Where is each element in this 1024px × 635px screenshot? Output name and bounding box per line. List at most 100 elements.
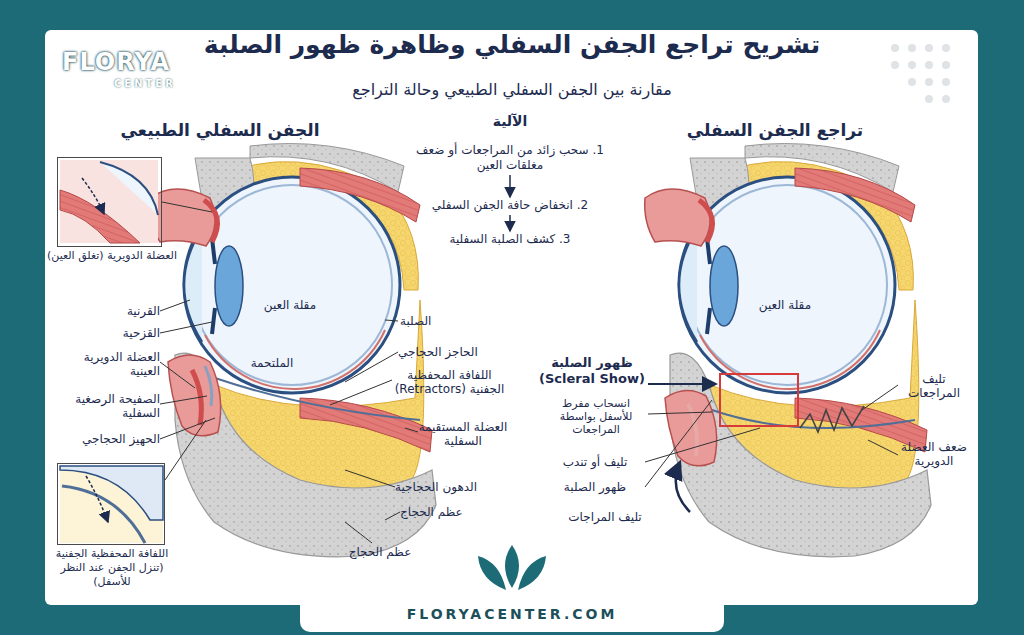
part-label: ظهور الصلبة (Scleral Show) (536, 355, 648, 386)
mechanism-step: 2. انخفاض حافة الجفن السفلي (400, 198, 620, 213)
leader-line (385, 512, 400, 520)
inset-bg (60, 466, 163, 543)
part-label: تليف المراجعات (898, 372, 970, 401)
part-label: ظهور الصلبة (545, 480, 645, 494)
leader-line (645, 428, 760, 462)
logo-leaf (518, 556, 546, 590)
tarsal-plate (205, 366, 212, 406)
step-text: 3. كشف الصلبة السفلية (400, 232, 620, 247)
diagram-title: تشريح تراجع الجفن السفلي وظاهرة ظهور الص… (192, 30, 832, 60)
inset-bg (60, 160, 158, 243)
inset-eye (60, 466, 163, 520)
dot (908, 44, 916, 52)
dot (908, 78, 916, 86)
upper-eyelid (150, 189, 215, 246)
part-label: العضلة المستقيمة السفلية (418, 420, 508, 449)
dot (942, 44, 950, 52)
inset-caption: اللفافة المحفظية الجفنية (تنزل الجفن عند… (44, 547, 180, 588)
dot (925, 78, 933, 86)
part-label: ضعف العضلة الدويرية (898, 440, 970, 469)
leader-arrow (648, 383, 716, 385)
leader-line (160, 362, 195, 388)
brand-text: CENTER (114, 78, 204, 90)
part-label: الصفيحة الرصغية السفلية (66, 392, 160, 421)
logo-leaf (505, 545, 519, 588)
dot (942, 95, 950, 103)
inset-muscle (60, 190, 140, 243)
part-label: انسحاب مفرط للأسفل بواسطة المراجعات (545, 397, 647, 437)
choroid-layer (205, 330, 385, 389)
leader-line (645, 400, 712, 487)
footer-strip (300, 594, 724, 632)
part-label: تراجع الجفن السفلي (675, 120, 875, 140)
part-label: عظم الحجاج (330, 545, 430, 559)
leader-line (345, 522, 372, 543)
dot (891, 44, 899, 52)
inset-arrow (86, 476, 108, 522)
leader-line (160, 396, 207, 404)
curved-arrow (676, 462, 690, 512)
sclera-layer (192, 185, 392, 385)
part-label: تليف المراجات (550, 510, 660, 524)
dot (891, 61, 899, 69)
leader-line (345, 352, 398, 382)
part-label: العضلة الدويرية العينية (66, 350, 160, 379)
part-label: عظم الحجاج (400, 505, 500, 519)
superior-muscle (300, 168, 420, 222)
step-text: 2. انخفاض حافة الجفن السفلي (400, 198, 620, 213)
retractors (215, 378, 420, 420)
leader-line (405, 428, 418, 432)
leader-line (162, 202, 212, 212)
iris (212, 308, 215, 334)
part-label: القرنية (55, 304, 160, 318)
dot (942, 78, 950, 86)
eye-anatomy (645, 144, 931, 557)
mechanism-step: 3. كشف الصلبة السفلية (400, 232, 620, 247)
dot (908, 61, 916, 69)
dot (925, 95, 933, 103)
flow-arrow (509, 175, 511, 197)
dot (942, 61, 950, 69)
part-label: مقارنة بين الجفن السفلي الطبيعي وحالة ال… (262, 80, 762, 99)
highlight-box (720, 374, 798, 426)
inset-box: العضلة الدويرية (تغلق العين) (57, 157, 162, 247)
leader-line (345, 470, 395, 487)
part-label: الحهيز الحجاجي (50, 432, 160, 446)
eyeball (184, 177, 400, 393)
dot (925, 61, 933, 69)
leader-line (160, 322, 212, 333)
leader-line (862, 385, 898, 410)
leader-line (868, 440, 898, 455)
panel (45, 30, 978, 605)
leader-line (160, 300, 190, 311)
mechanism-step: 1. سحب زائد من المراجعات أو ضعف مغلقات ا… (400, 143, 620, 173)
inset-box: اللفافة المحفظية الجفنية (تنزل الجفن عند… (57, 463, 165, 545)
flow-arrow (509, 215, 511, 231)
leader-line (160, 418, 215, 439)
orbicularis (204, 200, 217, 242)
part-label: الجفن السفلي الطبيعي (110, 120, 330, 140)
part-label: مقلة العين (740, 298, 830, 312)
leader-line (385, 320, 398, 321)
part-label: الحاجز الحجاجي (398, 345, 518, 359)
dot (925, 44, 933, 52)
part-label: اللفافة المحفظية الجفنية (Retractors) (392, 368, 507, 397)
brand-text: FLORYACENTER.COM (362, 606, 662, 623)
logo-leaf (478, 556, 506, 590)
inset-arrow (82, 178, 104, 214)
inset-retractor (62, 486, 145, 543)
part-label: مقلة العين (245, 298, 335, 312)
lower-eyelid (168, 355, 221, 436)
part-label: الدهون الحجاجية (395, 480, 515, 494)
part-label: تليف أو تندب (545, 455, 645, 469)
leader-lines (160, 202, 898, 543)
eye-anatomy (150, 144, 436, 557)
leader-line (330, 380, 392, 405)
step-text: 1. سحب زائد من المراجعات أو ضعف مغلقات ا… (400, 143, 620, 173)
part-label: الملتحمة (232, 356, 312, 370)
lens (215, 246, 243, 326)
part-label: الآلية (460, 113, 560, 130)
part-label: القزحية (55, 326, 160, 340)
